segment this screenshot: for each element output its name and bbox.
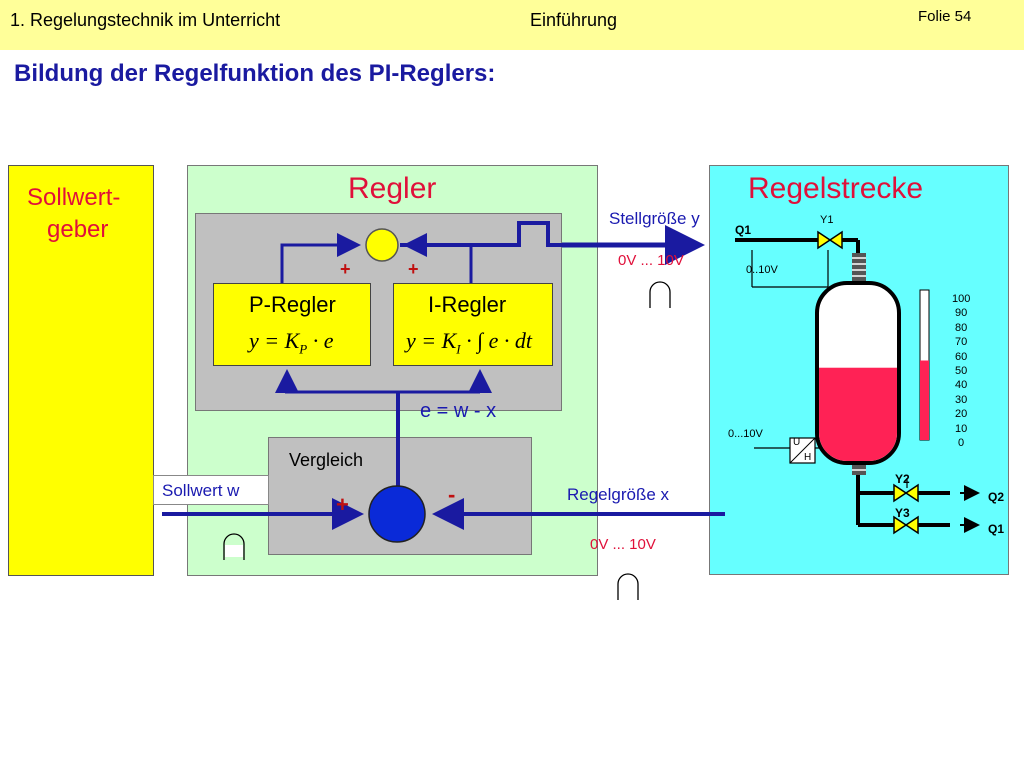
transducer-box bbox=[789, 437, 816, 464]
p-regler-formula-subscript: P bbox=[299, 341, 308, 357]
scale-label: 40 bbox=[955, 379, 968, 392]
stellgroesse-label: Stellgröße y bbox=[609, 209, 700, 228]
transducer-u: U bbox=[793, 437, 801, 448]
valve-y2 bbox=[893, 483, 919, 503]
meter-patch bbox=[225, 545, 243, 557]
sum-plus-left: + bbox=[340, 259, 351, 279]
vergleich-label: Vergleich bbox=[289, 450, 364, 470]
sollwert-w-tag: Sollwert w bbox=[153, 475, 269, 505]
regelgroesse-label: Regelgröße x bbox=[567, 485, 670, 504]
level-scale-bar bbox=[919, 289, 930, 441]
slide-title: Bildung der Regelfunktion des PI-Reglers… bbox=[14, 60, 496, 87]
regler-title: Regler bbox=[348, 172, 437, 205]
i-regler-label: I-Regler bbox=[428, 292, 507, 317]
p-regler-label: P-Regler bbox=[249, 292, 336, 317]
vergleich-plus: + bbox=[336, 492, 349, 517]
p-regler-formula: y = KP · e bbox=[249, 328, 334, 357]
scale-fill bbox=[920, 360, 929, 440]
comparator-circle bbox=[368, 485, 426, 543]
sollwertgeber-label-1: Sollwert- bbox=[27, 184, 121, 211]
i-regler-formula-tail: · ∫ e · dt bbox=[466, 328, 533, 353]
plant-y1: Y1 bbox=[820, 214, 834, 226]
scale-label: 60 bbox=[955, 350, 968, 363]
i-regler-block: I-Regler y = KI · ∫ e · dt bbox=[393, 283, 553, 366]
plant-q2: Q2 bbox=[988, 490, 1005, 504]
slide-header: 1. Regelungstechnik im Unterricht Einfüh… bbox=[0, 0, 1024, 50]
scale-label: 70 bbox=[955, 336, 968, 349]
sum-plus-right: + bbox=[408, 259, 419, 279]
regelgroesse-range: 0V ... 10V bbox=[590, 536, 656, 553]
sollwertgeber-label-2: geber bbox=[47, 216, 109, 243]
plant-q1-top: Q1 bbox=[735, 223, 752, 237]
scale-label: 0 bbox=[958, 437, 965, 449]
scale-label: 50 bbox=[955, 365, 968, 377]
header-slide-number: Folie 54 bbox=[918, 8, 972, 25]
plant-y2: Y2 bbox=[895, 472, 910, 486]
transducer-h: H bbox=[804, 452, 812, 463]
regelstrecke-title: Regelstrecke bbox=[748, 172, 924, 205]
scale-label: 80 bbox=[955, 321, 968, 334]
tank-fill bbox=[819, 367, 897, 461]
plant-range-top: 0..10V bbox=[746, 264, 778, 276]
p-regler-formula-head: y = K bbox=[249, 328, 300, 353]
scale-label: 30 bbox=[955, 393, 968, 406]
i-regler-formula-head: y = K bbox=[406, 328, 457, 353]
scale-label: 100 bbox=[952, 293, 971, 305]
plant-y3: Y3 bbox=[895, 506, 910, 520]
sollwert-w-label: Sollwert w bbox=[162, 481, 240, 500]
scale-label: 10 bbox=[955, 422, 968, 435]
tank bbox=[815, 281, 901, 465]
vergleich-wiring bbox=[162, 225, 725, 530]
p-regler-block: P-Regler y = KP · e bbox=[213, 283, 371, 366]
plant-q1-bottom: Q1 bbox=[988, 522, 1005, 536]
valve-y1 bbox=[817, 230, 843, 250]
valve-y3 bbox=[893, 515, 919, 535]
meter-symbols bbox=[223, 281, 671, 600]
header-course: 1. Regelungstechnik im Unterricht bbox=[10, 10, 281, 30]
scale-label: 90 bbox=[955, 307, 968, 320]
plant-range-sensor: 0...10V bbox=[728, 428, 763, 440]
plant-output-arrows bbox=[960, 485, 980, 533]
summing-junction bbox=[365, 228, 399, 262]
scale-label: 20 bbox=[955, 408, 968, 421]
header-section: Einführung bbox=[530, 10, 618, 30]
i-regler-formula-subscript: I bbox=[456, 341, 461, 357]
i-regler-formula: y = KI · ∫ e · dt bbox=[406, 328, 532, 357]
error-label: e = w - x bbox=[420, 400, 497, 422]
sollwertgeber-block: Sollwert- geber bbox=[8, 165, 154, 576]
vergleich-minus: - bbox=[448, 482, 456, 507]
p-regler-formula-tail: · e bbox=[312, 328, 334, 353]
pi-internal-wiring bbox=[275, 221, 590, 490]
stellgroesse-range: 0V ... 10V bbox=[618, 252, 684, 269]
